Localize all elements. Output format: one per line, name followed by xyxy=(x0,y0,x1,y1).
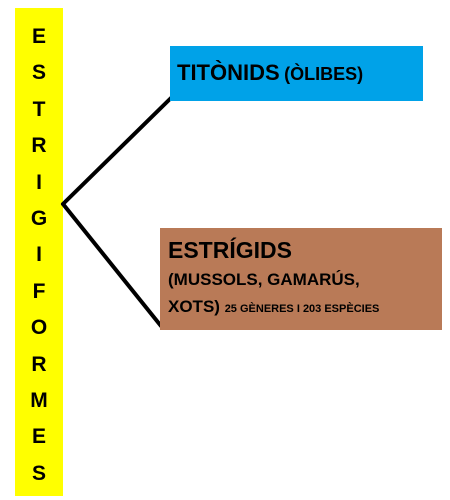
root-letter: T xyxy=(32,97,46,121)
branch-members-line2: XOTS) xyxy=(168,297,220,316)
root-letter: I xyxy=(36,243,42,267)
root-letter: E xyxy=(31,425,46,449)
branch-detail: 25 GÈNERES I 203 ESPÈCIES xyxy=(224,303,380,315)
branch-title: ESTRÍGIDS xyxy=(168,237,292,263)
root-letter: M xyxy=(30,389,48,413)
root-letter: I xyxy=(36,170,42,194)
root-letter: R xyxy=(31,134,47,158)
root-letter: O xyxy=(30,316,48,340)
branch-members-line1: (MUSSOLS, GAMARÚS, xyxy=(168,270,360,289)
root-letter: R xyxy=(31,352,47,376)
branch-box-estrigids: ESTRÍGIDS (MUSSOLS, GAMARÚS, XOTS) 25 GÈ… xyxy=(160,228,442,330)
root-letter: S xyxy=(31,61,46,85)
root-letter: G xyxy=(30,207,48,231)
root-letter: E xyxy=(31,25,46,48)
root-letter: S xyxy=(31,461,46,485)
connector-line-estrigids xyxy=(61,202,163,328)
branch-box-titonids: TITÒNIDS (ÒLIBES) xyxy=(170,46,423,101)
branch-title: TITÒNIDS xyxy=(177,60,280,85)
root-letter: F xyxy=(32,279,46,303)
connector-line-titonids xyxy=(61,95,174,206)
branch-members-line2-wrap: XOTS) 25 GÈNERES I 203 ESPÈCIES xyxy=(168,293,442,323)
branch-subtitle: (ÒLIBES) xyxy=(284,64,364,84)
root-order-box: E S T R I G I F O R M E S xyxy=(15,8,63,496)
